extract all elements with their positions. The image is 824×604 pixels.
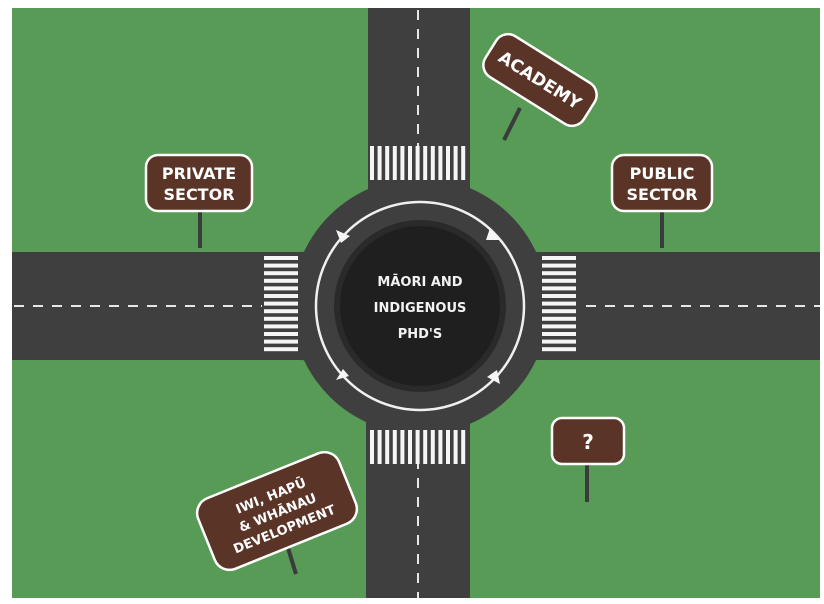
circulation-arrow-icon — [336, 230, 350, 243]
sign-private-sector-line-2: SECTOR — [163, 185, 234, 204]
sign-unknown: ? — [550, 416, 626, 502]
circulation-arrow-icon — [486, 228, 500, 240]
circulation-arrows — [336, 228, 500, 384]
crosswalk-stripe — [542, 316, 576, 321]
crosswalk-stripe — [453, 430, 458, 464]
circulation-arrow-icon — [336, 369, 349, 380]
sign-board — [610, 153, 714, 213]
sign-post — [286, 547, 298, 575]
crosswalk-stripe — [264, 309, 298, 314]
crosswalk-stripe — [385, 146, 390, 180]
crosswalk-stripe — [542, 286, 576, 291]
crosswalk-stripe — [370, 146, 374, 180]
crosswalk-stripe — [400, 430, 405, 464]
crosswalk-stripe — [542, 339, 576, 344]
crosswalk-stripe — [392, 430, 397, 464]
crosswalk-stripe — [264, 294, 298, 298]
roundabout-white-ring — [314, 200, 526, 412]
center-label-line-1: MĀORI AND — [377, 275, 462, 290]
crosswalk-stripe — [264, 271, 298, 276]
crosswalk-stripe — [461, 430, 466, 464]
crosswalk-stripe — [370, 430, 374, 464]
crosswalk-stripe — [264, 332, 298, 336]
crosswalk-stripe — [542, 294, 576, 298]
sign-board — [195, 450, 359, 572]
center-island — [340, 226, 500, 386]
crosswalk-stripe — [264, 301, 298, 306]
crosswalk-stripe — [446, 430, 450, 464]
crosswalk-stripe — [264, 263, 298, 268]
crosswalk-stripe — [542, 263, 576, 268]
crosswalk-stripe — [423, 430, 428, 464]
sign-public-sector-line-1: PUBLIC — [630, 164, 695, 183]
crosswalk-stripe — [542, 324, 576, 329]
crosswalk-stripe — [430, 146, 435, 180]
crosswalk-stripe — [392, 146, 397, 180]
center-label-line-2: INDIGENOUS — [374, 301, 467, 316]
sign-public-sector: PUBLIC SECTOR — [610, 153, 714, 248]
crosswalk-stripe — [415, 430, 420, 464]
crosswalk-stripe — [542, 256, 576, 260]
crosswalk-stripe — [423, 146, 428, 180]
crosswalk-stripe — [430, 430, 435, 464]
crosswalk-stripe — [264, 278, 298, 283]
crosswalk-stripe — [542, 278, 576, 283]
crosswalk-stripe — [542, 332, 576, 336]
crosswalk-stripe — [264, 256, 298, 260]
circulation-arrow-icon — [487, 370, 500, 384]
sign-public-sector-line-2: SECTOR — [626, 185, 697, 204]
sign-board — [550, 416, 626, 466]
sign-private-sector: PRIVATE SECTOR — [144, 153, 254, 248]
crosswalk-stripe — [377, 146, 382, 180]
crosswalk-stripe — [438, 146, 443, 180]
crosswalk-stripe — [264, 324, 298, 329]
crosswalk-stripe — [264, 316, 298, 321]
crosswalk-stripe — [408, 146, 412, 180]
center-label-line-3: PHD'S — [398, 327, 443, 342]
sign-board — [482, 32, 598, 128]
crosswalk-stripe — [264, 339, 298, 344]
crosswalk-stripe — [542, 301, 576, 306]
crosswalk-stripe — [542, 347, 576, 352]
crosswalk-stripe — [446, 146, 450, 180]
sign-unknown-label: ? — [582, 430, 594, 454]
sign-post — [502, 107, 522, 141]
crosswalk-stripe — [408, 430, 412, 464]
crosswalk-stripe — [542, 309, 576, 314]
crosswalk-north — [370, 146, 466, 180]
crosswalk-stripe — [400, 146, 405, 180]
crosswalk-stripe — [264, 347, 298, 352]
crosswalk-stripe — [385, 430, 390, 464]
crosswalk-stripe — [438, 430, 443, 464]
crosswalk-west — [264, 256, 298, 352]
crosswalk-stripe — [415, 146, 420, 180]
sign-private-sector-line-1: PRIVATE — [162, 164, 236, 183]
crosswalk-stripe — [377, 430, 382, 464]
crosswalk-stripe — [542, 271, 576, 276]
sign-board — [144, 153, 254, 213]
crosswalk-east — [542, 256, 576, 352]
crosswalk-stripe — [461, 146, 466, 180]
crosswalk-south — [370, 430, 466, 464]
crosswalk-stripe — [264, 286, 298, 291]
crosswalk-stripe — [453, 146, 458, 180]
